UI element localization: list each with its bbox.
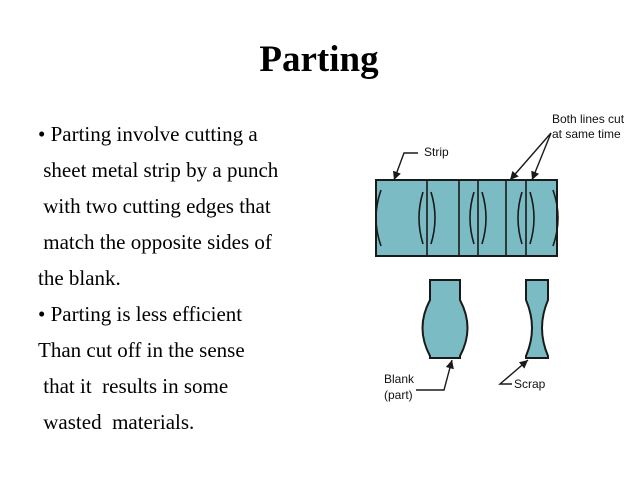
- label-scrap: Scrap: [514, 377, 546, 391]
- strip-left-edge: [375, 189, 382, 247]
- pointer-lines: [392, 132, 552, 391]
- body-line-2: sheet metal strip by a punch: [38, 158, 279, 182]
- label-strip: Strip: [424, 145, 449, 159]
- body-line-1: • Parting involve cutting a: [38, 122, 258, 146]
- label-both-lines-2: at same time: [552, 127, 621, 141]
- blank-part-shape: [421, 279, 469, 359]
- body-line-5: the blank.: [38, 266, 121, 290]
- body-line-4: match the opposite sides of: [38, 230, 272, 254]
- label-both-lines-1: Both lines cut: [552, 112, 625, 126]
- slide-title: Parting: [259, 39, 379, 80]
- label-blank-2: (part): [384, 388, 413, 402]
- body-line-6: • Parting is less efficient: [38, 302, 243, 326]
- scrap-shape: [525, 279, 549, 359]
- body-text: • Parting involve cutting a sheet metal …: [38, 116, 358, 440]
- body-line-7: Than cut off in the sense: [38, 338, 245, 362]
- strip-shape: [375, 179, 558, 257]
- body-line-9: wasted materials.: [38, 410, 195, 434]
- body-line-8: that it results in some: [38, 374, 229, 398]
- label-blank-1: Blank: [384, 372, 415, 386]
- parting-diagram: Both lines cut at same time Strip Blank …: [375, 112, 625, 402]
- body-line-3: with two cutting edges that: [38, 194, 271, 218]
- strip-cut-lines: [418, 180, 559, 256]
